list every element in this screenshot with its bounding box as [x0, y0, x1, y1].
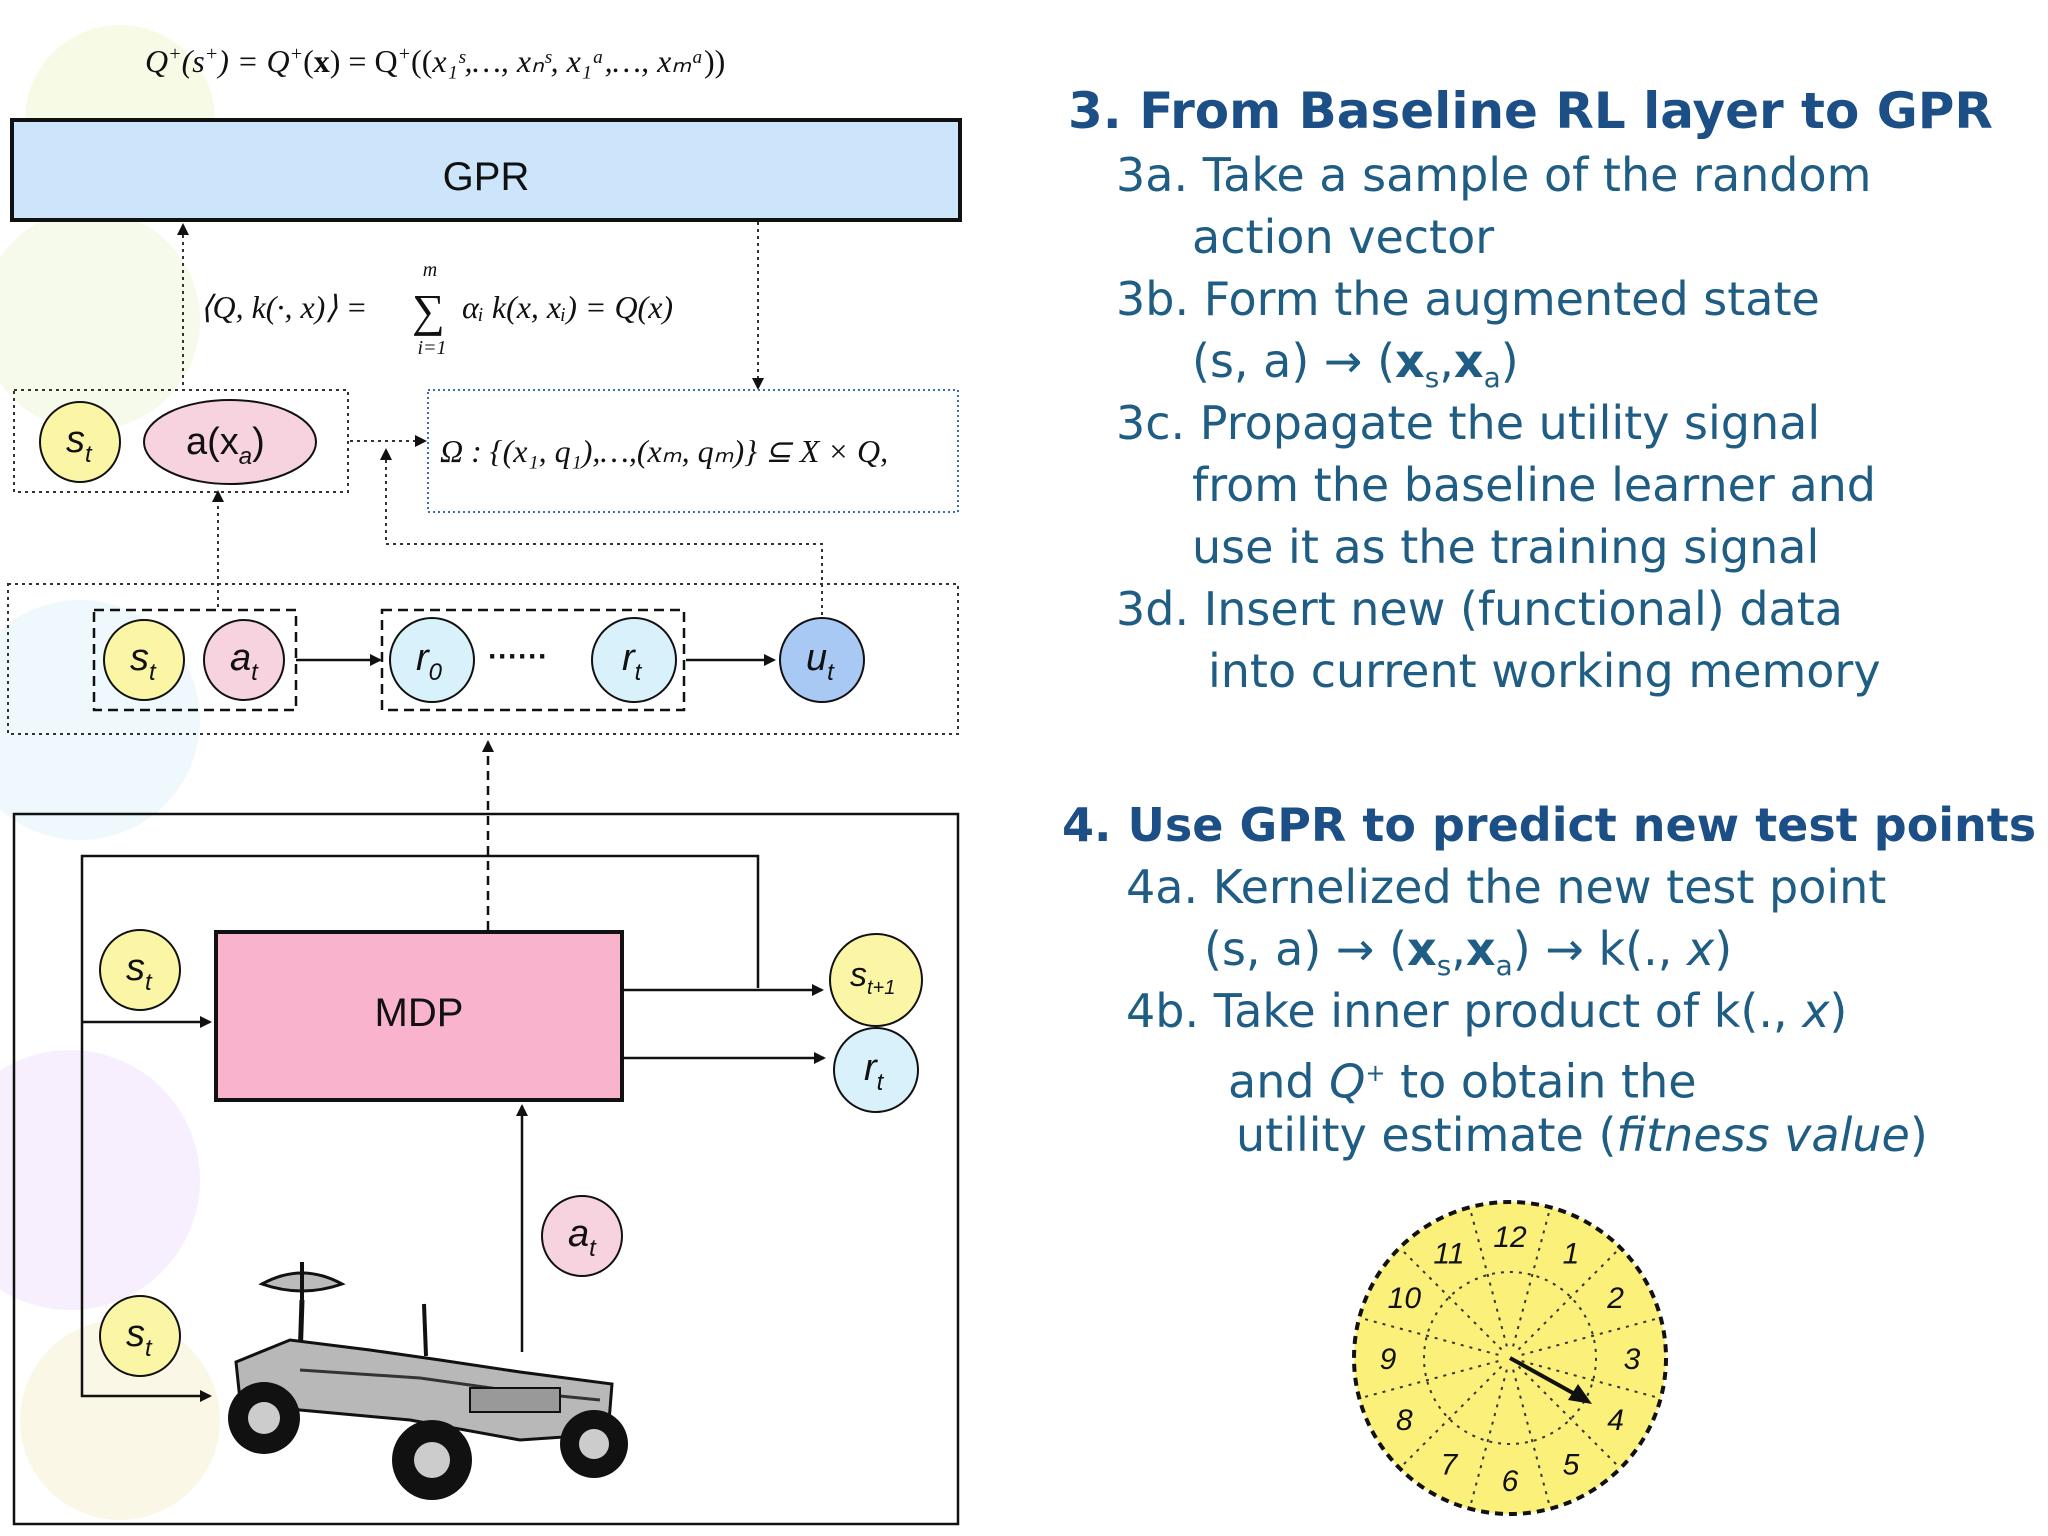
mdp-label: MDP [375, 991, 464, 1035]
clock-spoke [1521, 1317, 1660, 1356]
svg-text:r0: r0 [416, 637, 443, 686]
clock-number: 4 [1607, 1404, 1624, 1437]
svg-text:st: st [126, 947, 153, 996]
clock-spoke [1360, 1317, 1499, 1356]
clock-spoke [1400, 1365, 1503, 1468]
reward-t-node [591, 617, 677, 703]
svg-text:at: at [568, 1213, 597, 1262]
state-action-box [13, 389, 349, 493]
clock-spoke [1517, 1365, 1620, 1468]
svg-text:st: st [130, 637, 157, 686]
step-4a-line1: 4a. Kernelized the new test point [1126, 860, 1887, 914]
clock-spoke [1521, 1360, 1660, 1399]
clock-spoke [1517, 1248, 1620, 1351]
step-3a-line1: 3a. Take a sample of the random [1116, 148, 1872, 202]
step-4b-line2: and Q+ to obtain the [1228, 1054, 1697, 1109]
action-node [541, 1195, 623, 1277]
clock-number: 12 [1493, 1221, 1527, 1254]
step-4-heading: 4. Use GPR to predict new test points [1062, 798, 2037, 852]
ellipsis: ······ [488, 640, 548, 673]
step-3d-line2: into current working memory [1208, 644, 1881, 698]
clock-number: 10 [1388, 1282, 1422, 1315]
kernel-formula-rhs: αᵢ k(x, xᵢ) = Q(x) [462, 289, 673, 325]
svg-text:st: st [126, 1313, 153, 1362]
state-node [39, 401, 121, 483]
clock-number: 7 [1441, 1449, 1459, 1482]
reward-0-node [389, 617, 475, 703]
q-plus-formula: Q+(s+) = Q+(x) = Q+((x₁ˢ,…, xₙˢ, x₁ᵃ,…, … [145, 43, 725, 79]
svg-text:rt: rt [622, 637, 643, 686]
step-3c-line3: use it as the training signal [1192, 520, 1820, 574]
omega-formula: Ω : {(x₁, q₁),…,(xₘ, qₘ)} ⊆ X × Q, [440, 433, 888, 469]
clock-spoke [1512, 1369, 1551, 1508]
omega-memory-box [427, 389, 959, 513]
utility-node [779, 617, 865, 703]
step-3a-line2: action vector [1192, 210, 1495, 264]
kernel-formula-sum-upper: m [423, 259, 437, 281]
kernel-formula-sum: ∑ [412, 285, 445, 336]
rl-gpr-diagram: Q+(s+) = Q+(x) = Q+((x₁ˢ,…, xₙˢ, x₁ᵃ,…, … [7, 43, 962, 1526]
clock-number: 8 [1396, 1404, 1413, 1437]
clock-spoke [1400, 1248, 1503, 1351]
svg-text:rt: rt [864, 1047, 885, 1096]
clock-spoke [1469, 1369, 1508, 1508]
mdp-box [214, 930, 624, 1102]
step-3-heading: 3. From Baseline RL layer to GPR [1068, 82, 1993, 140]
clock-spoke [1469, 1208, 1508, 1347]
action-node [203, 619, 285, 701]
clock-number: 3 [1624, 1343, 1641, 1376]
step-3b-line1: 3b. Form the augmented state [1116, 272, 1820, 326]
clock-number: 1 [1563, 1237, 1580, 1270]
svg-text:st+1: st+1 [850, 956, 895, 999]
kernel-formula-lhs: ⟨Q, k(·, x)⟩ = [200, 289, 367, 325]
planetary-rover-icon [228, 1262, 628, 1500]
gpr-box [10, 118, 962, 222]
svg-text:ut: ut [806, 637, 835, 686]
environment-frame [12, 812, 960, 1526]
clock-number: 6 [1502, 1465, 1519, 1498]
step-4a-line2: (s, a) → (xs,xa) → k(., x) [1204, 922, 1733, 983]
svg-text:st: st [66, 419, 93, 468]
state-node [99, 929, 181, 1011]
reward-output-node [833, 1027, 919, 1113]
action-xa-node [143, 399, 317, 485]
kernel-formula-sum-lower: i=1 [417, 337, 446, 359]
step-3c-line1: 3c. Propagate the utility signal [1116, 396, 1821, 450]
state-node [99, 1295, 181, 1377]
baseline-layer-box [7, 583, 959, 735]
clock-spoke [1512, 1208, 1551, 1347]
svg-text:at: at [230, 637, 259, 686]
clock-number: 11 [1433, 1237, 1464, 1270]
state-node [103, 619, 185, 701]
svg-text:a(xa): a(xa) [186, 421, 265, 470]
clock-number: 5 [1563, 1449, 1580, 1482]
clock-number: 9 [1380, 1343, 1397, 1376]
clock-number: 2 [1606, 1282, 1624, 1315]
step-3b-line2: (s, a) → (xs,xa) [1192, 334, 1519, 395]
gpr-label: GPR [443, 155, 530, 199]
step-4b-line1: 4b. Take inner product of k(., x) [1126, 984, 1848, 1038]
clock-spoke [1360, 1360, 1499, 1399]
next-state-node [829, 933, 923, 1027]
step-4b-line3: utility estimate (fitness value) [1236, 1108, 1928, 1162]
step-3c-line2: from the baseline learner and [1192, 458, 1876, 512]
step-3d-line1: 3d. Insert new (functional) data [1116, 582, 1843, 636]
